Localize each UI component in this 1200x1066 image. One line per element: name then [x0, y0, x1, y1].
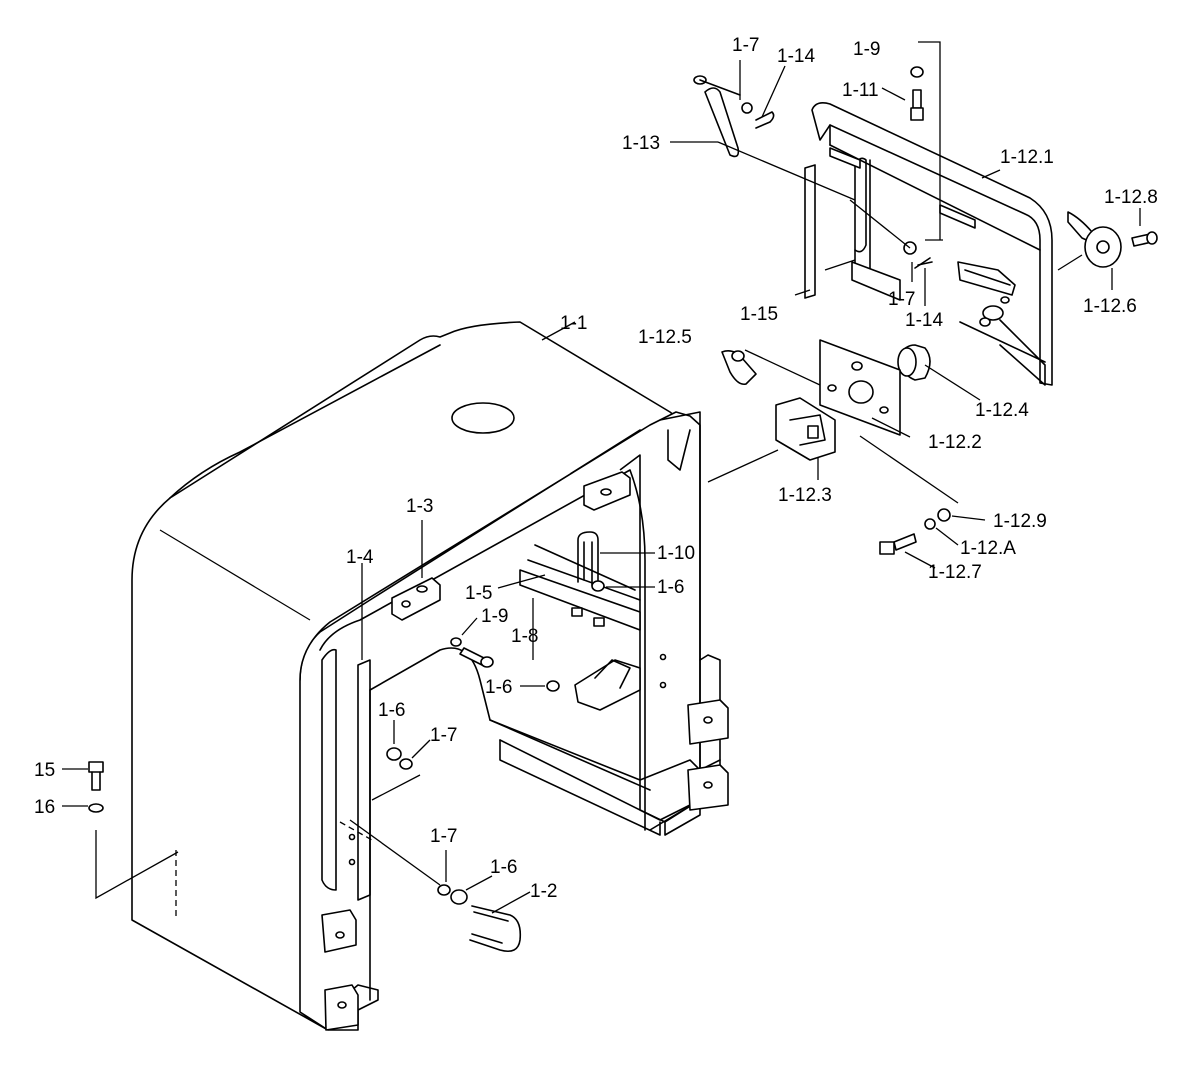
label-15: 15: [34, 760, 55, 781]
strip-1-15: [804, 164, 816, 299]
label-1-6-center: 1-6: [485, 677, 512, 698]
washer-1-9-left: [450, 637, 462, 647]
label-1-15: 1-15: [740, 304, 778, 325]
label-1-4: 1-4: [346, 547, 374, 568]
label-1-7-lower: 1-7: [430, 826, 457, 847]
label-1-3: 1-3: [406, 496, 433, 517]
washer-1-7-top: [741, 102, 753, 114]
callout-labels: 1-1 1-3 1-4 1-10 1-5 1-6 1-9 1-8 1-6 1-6…: [34, 35, 1158, 902]
label-1-6-left: 1-6: [378, 700, 405, 721]
label-1-13: 1-13: [622, 133, 660, 154]
label-1-1: 1-1: [560, 313, 587, 334]
nut-1-6-upper: [591, 580, 605, 592]
label-1-9-left: 1-9: [481, 606, 508, 627]
bolt-1-12-7: [879, 533, 917, 555]
label-16: 16: [34, 797, 55, 818]
label-1-5: 1-5: [465, 583, 492, 604]
label-1-6-lower: 1-6: [490, 857, 517, 878]
bracket-1-12-3: [775, 397, 836, 461]
label-1-12-6: 1-12.6: [1083, 296, 1137, 317]
label-1-7-left: 1-7: [430, 725, 457, 746]
screw-1-12-8: [1131, 231, 1158, 247]
label-1-14-top: 1-14: [777, 46, 815, 67]
washer-1-7-left: [399, 758, 413, 770]
label-1-7-mid: 1-7: [888, 289, 915, 310]
bolt-15: [88, 761, 104, 791]
plate-1-12-6: [1067, 211, 1122, 268]
washer-1-9-top: [910, 66, 924, 78]
clip-1-14-top: [755, 111, 775, 129]
label-1-10: 1-10: [657, 543, 695, 564]
washer-1-7-lower: [437, 884, 451, 896]
label-1-8: 1-8: [511, 626, 538, 647]
clip-1-14-mid: [914, 257, 933, 269]
label-1-12-1: 1-12.1: [1000, 147, 1054, 168]
washer-1-12-A: [924, 518, 936, 530]
leader-lines: [62, 41, 1141, 914]
nut-1-6-lower: [450, 889, 468, 905]
u-bolt-1-10: [577, 531, 599, 586]
latch-1-12-5: [721, 350, 757, 386]
label-1-11: 1-11: [842, 80, 879, 101]
label-1-14-mid: 1-14: [905, 310, 943, 331]
nut-1-6-center: [546, 680, 560, 692]
main-cover-housing: [131, 321, 729, 1031]
label-1-12-7: 1-12.7: [928, 562, 982, 583]
label-1-12-2: 1-12.2: [928, 432, 982, 453]
label-1-12-3: 1-12.3: [778, 485, 832, 506]
bolt-1-8: [459, 647, 494, 668]
label-1-7-top: 1-7: [732, 35, 759, 56]
plate-1-12-2: [819, 339, 901, 436]
upper-cover-panel: [811, 102, 1053, 386]
label-1-12-9: 1-12.9: [993, 511, 1047, 532]
washer-16: [88, 803, 104, 813]
label-1-12-5: 1-12.5: [638, 327, 692, 348]
label-1-6-upper: 1-6: [657, 577, 684, 598]
u-bolt-1-2: [469, 905, 522, 953]
nut-1-6-left: [386, 747, 402, 761]
grommet-1-12-4: [897, 344, 931, 381]
bolt-1-11: [910, 89, 924, 121]
label-1-12-A: 1-12.A: [960, 538, 1016, 559]
label-1-12-8: 1-12.8: [1104, 187, 1158, 208]
washer-1-12-9: [937, 508, 951, 522]
label-1-2: 1-2: [530, 881, 557, 902]
label-1-12-4: 1-12.4: [975, 400, 1029, 421]
label-1-9-top: 1-9: [853, 39, 880, 60]
link-1-13: [693, 75, 741, 158]
